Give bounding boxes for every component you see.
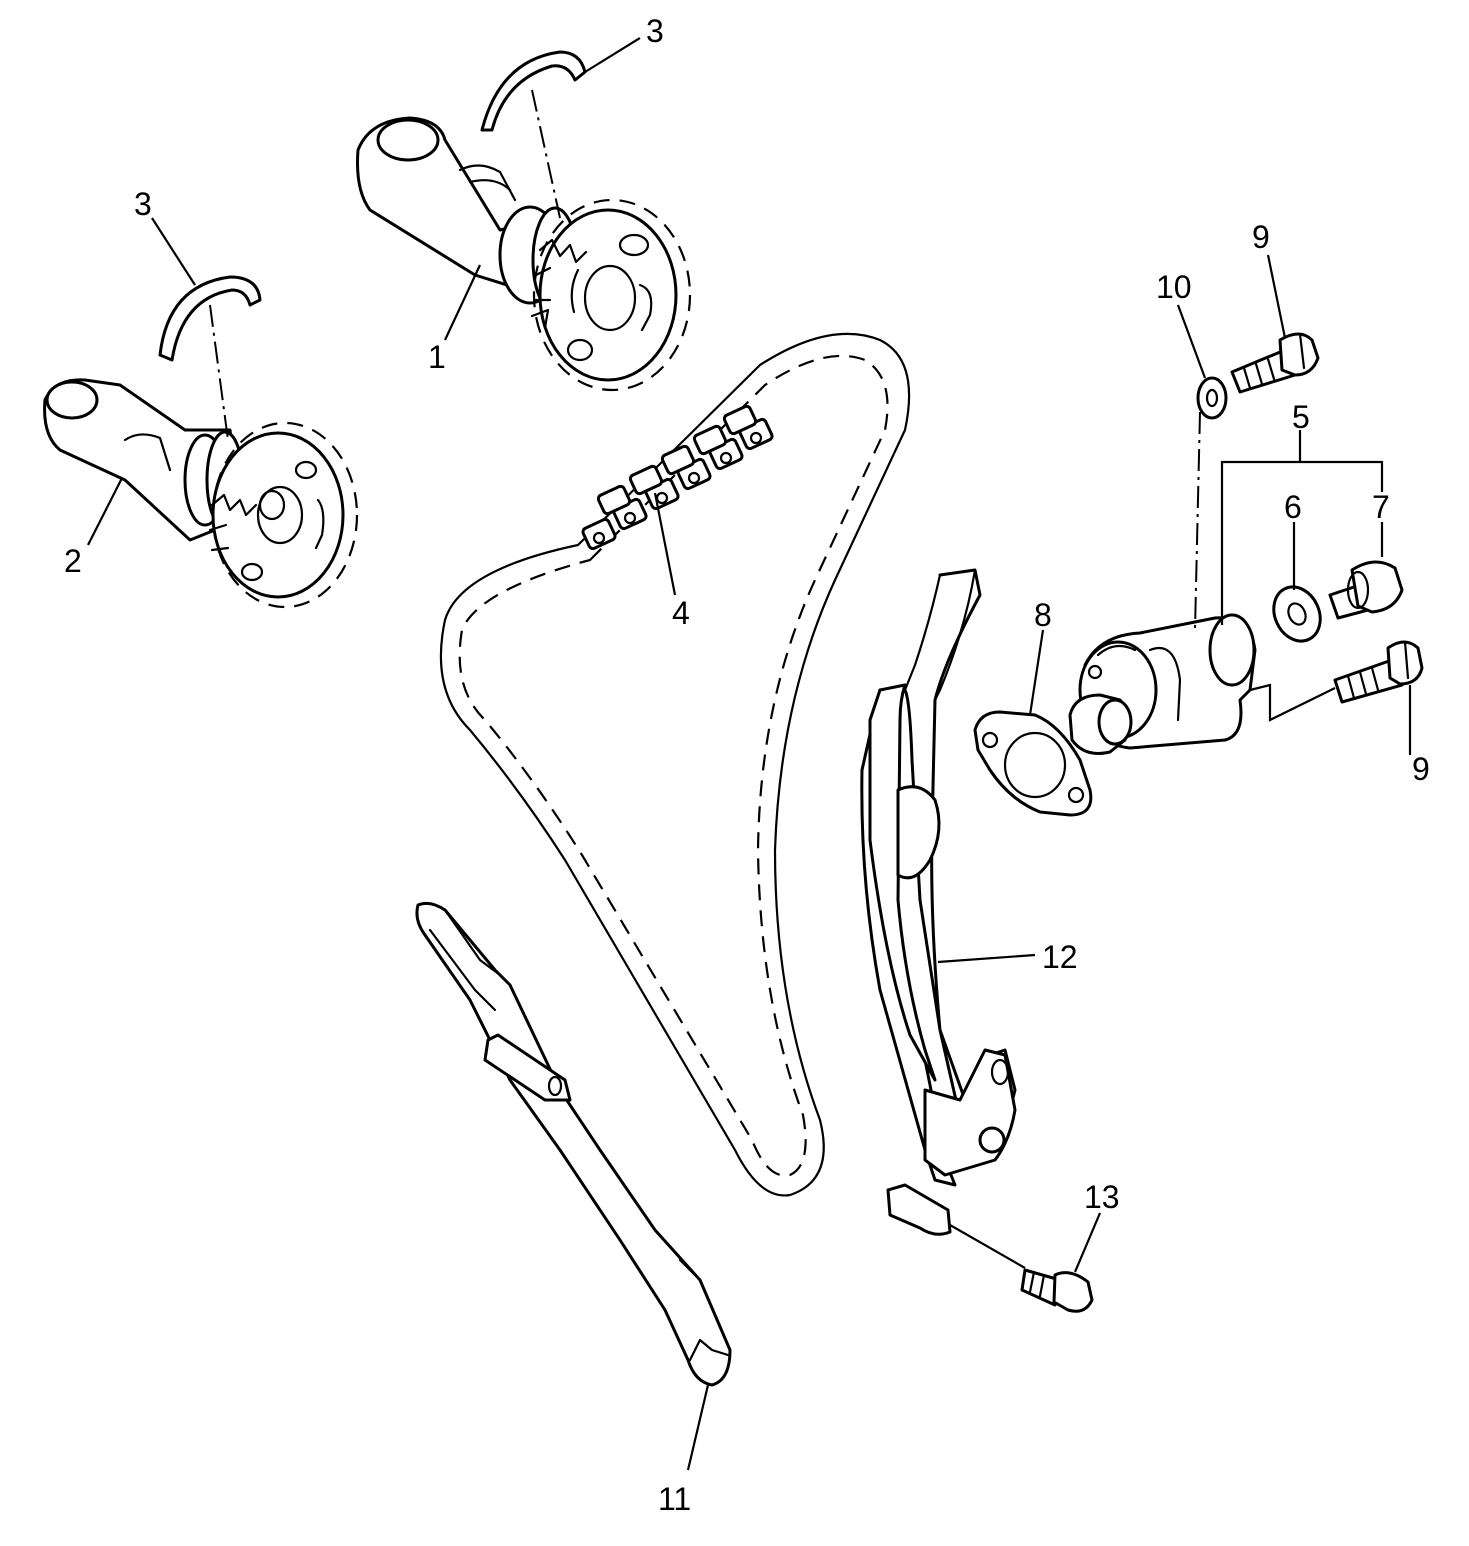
- tensioner-cap-bolt: [1328, 560, 1404, 620]
- cam-clip-left: [158, 275, 262, 362]
- callout-1: 1: [428, 339, 446, 375]
- callout-3-top: 3: [646, 13, 664, 49]
- callout-4: 4: [672, 595, 690, 631]
- cam-clip-top: [480, 50, 587, 132]
- sealing-washer: [1272, 585, 1322, 643]
- guide-pivot-bolt: [1020, 1268, 1094, 1313]
- callout-9-upper: 9: [1252, 219, 1270, 255]
- bolt-upper: [1230, 332, 1320, 394]
- washer-small: [1196, 376, 1228, 420]
- callout-9-lower: 9: [1412, 751, 1430, 787]
- tensioner-guide: [860, 568, 1017, 1236]
- callout-12: 12: [1042, 939, 1078, 975]
- timing-chain: [439, 332, 911, 1197]
- callout-13: 13: [1084, 1179, 1120, 1215]
- callout-7: 7: [1372, 489, 1390, 525]
- leader-lines: [87, 37, 1412, 1471]
- chain-links: [581, 404, 774, 551]
- bolt-lower: [1333, 640, 1424, 704]
- fixed-chain-guide: [415, 901, 732, 1387]
- camshaft-intake: [43, 378, 359, 609]
- callout-5: 5: [1292, 399, 1310, 435]
- chain-tensioner: [1068, 613, 1257, 755]
- callout-labels: 1 2 3 3 4 5 6 7 8 9 9 10 11 12 13: [64, 13, 1430, 1517]
- callout-8: 8: [1034, 597, 1052, 633]
- callout-6: 6: [1284, 489, 1302, 525]
- tensioner-gasket: [973, 710, 1093, 817]
- callout-11: 11: [658, 1481, 691, 1517]
- camshaft-exhaust: [356, 116, 692, 392]
- callout-3-left: 3: [134, 186, 152, 222]
- callout-2: 2: [64, 543, 82, 579]
- callout-10: 10: [1156, 269, 1192, 305]
